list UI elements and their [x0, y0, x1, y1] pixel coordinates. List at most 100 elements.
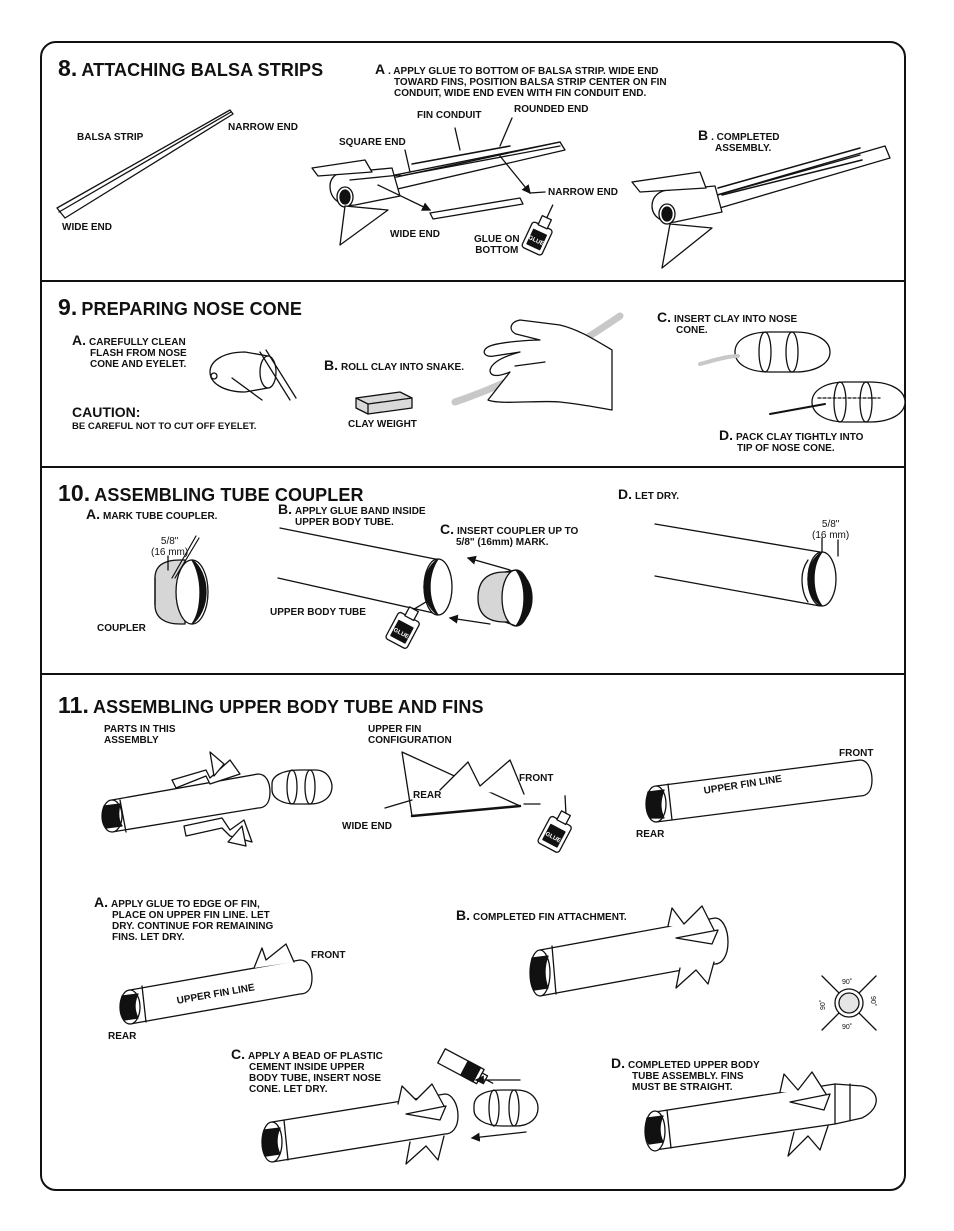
tube-11b-illustration — [529, 905, 729, 997]
measure-10a-line: 5/8" — [160, 536, 179, 547]
nose-cone-11c-illustration — [473, 1089, 539, 1127]
step-11a-line: DRY. CONTINUE FOR REMAINING — [112, 921, 274, 932]
degree-left: 90˚ — [820, 999, 827, 1010]
rocket-8b-illustration — [631, 145, 891, 269]
glue-bottle-10b: GLUE — [385, 599, 430, 649]
parts-line: PARTS IN THIS — [104, 724, 176, 735]
section-11-number: 11. — [58, 692, 90, 718]
label-front-3: FRONT — [311, 950, 346, 961]
rocket-8a-illustration — [311, 117, 566, 246]
measure-10a: 5/8"(16 mm) — [151, 536, 188, 558]
tube-10d-illustration — [654, 523, 839, 607]
step-9a-line: CAREFULLY CLEAN — [89, 337, 186, 348]
step-10d-letter: D. — [618, 486, 632, 502]
step-11d-text: D.COMPLETED UPPER BODY TUBE ASSEMBLY. FI… — [611, 1056, 760, 1093]
step-8a-letter: A — [375, 61, 386, 77]
section-10-title-text: ASSEMBLING TUBE COUPLER — [94, 485, 364, 505]
step-11b-line: COMPLETED FIN ATTACHMENT. — [473, 912, 627, 923]
measure-10a-line: (16 mm) — [151, 547, 189, 558]
step-10c-line: INSERT COUPLER UP TO — [457, 526, 579, 537]
coupler-10a-illustration — [154, 535, 209, 625]
step-8a-line: . APPLY GLUE TO BOTTOM OF BALSA STRIP. W… — [388, 66, 659, 77]
section-divider — [42, 280, 904, 282]
nose-cone-9c-illustration — [698, 331, 831, 373]
step-9c-letter: C. — [657, 309, 671, 325]
label-narrow-end: NARROW END — [228, 122, 298, 133]
tube-11d-illustration — [644, 1071, 877, 1157]
step-11a-letter: A. — [94, 894, 108, 910]
balsa-strip-illustration — [56, 109, 234, 219]
step-11a-line: FINS. LET DRY. — [112, 932, 185, 943]
step-11d-line: COMPLETED UPPER BODY — [628, 1060, 760, 1071]
step-11a-text: A.APPLY GLUE TO EDGE OF FIN, PLACE ON UP… — [94, 894, 274, 943]
label-front-1: FRONT — [519, 773, 554, 784]
bottom-text: BOTTOM — [475, 245, 519, 256]
step-9b-letter: B. — [324, 357, 338, 373]
section-9-title: 9.PREPARING NOSE CONE — [58, 294, 302, 321]
nose-cone-9a-illustration — [209, 349, 297, 401]
step-10d-text: D.LET DRY. — [618, 486, 679, 502]
step-10c-letter: C. — [440, 521, 454, 537]
glue-bottle-8a: GLUE — [521, 204, 554, 256]
label-rear-1: REAR — [413, 790, 442, 801]
step-11a-line: APPLY GLUE TO EDGE OF FIN, — [111, 899, 260, 910]
step-9d-line: PACK CLAY TIGHTLY INTO — [736, 432, 864, 443]
step-8b-line: . COMPLETED — [711, 132, 780, 143]
step-10b-line: APPLY GLUE BAND INSIDE — [295, 506, 426, 517]
caution-heading: CAUTION: — [72, 404, 141, 420]
label-clay-weight: CLAY WEIGHT — [348, 419, 417, 430]
label-rear-3: REAR — [108, 1031, 137, 1042]
parts-fin-bottom-illustration — [183, 817, 253, 847]
degree-bottom: 90˚ — [842, 1024, 853, 1031]
section-divider — [42, 466, 904, 468]
coupler-10c-illustration — [477, 569, 533, 627]
step-11c-line: BODY TUBE, INSERT NOSE — [249, 1073, 382, 1084]
step-8a-line: CONDUIT, WIDE END EVEN WITH FIN CONDUIT … — [394, 88, 647, 99]
label-wide-end-11: WIDE END — [342, 821, 392, 832]
parts-line: ASSEMBLY — [104, 735, 159, 746]
tube-fin-line-illustration — [645, 759, 873, 823]
measure-10d-line: 5/8" — [821, 519, 840, 530]
upper-fin-config-illustration — [384, 751, 541, 818]
step-9a-line: FLASH FROM NOSE — [90, 348, 187, 359]
step-11b-text: B.COMPLETED FIN ATTACHMENT. — [456, 908, 627, 923]
tube-11a-illustration — [119, 943, 313, 1025]
step-8a-line: TOWARD FINS, POSITION BALSA STRIP CENTER… — [394, 77, 667, 88]
step-11c-line: APPLY A BEAD OF PLASTIC — [248, 1051, 383, 1062]
label-wide-end: WIDE END — [62, 222, 112, 233]
step-8b-letter: B — [698, 127, 709, 143]
step-8a-text: A. APPLY GLUE TO BOTTOM OF BALSA STRIP. … — [375, 61, 667, 99]
step-10b-text: B.APPLY GLUE BAND INSIDE UPPER BODY TUBE… — [278, 502, 426, 528]
step-10a-letter: A. — [86, 506, 100, 522]
step-10b-line: UPPER BODY TUBE. — [295, 517, 394, 528]
step-8b-line: ASSEMBLY. — [715, 143, 772, 154]
label-upper-body-tube: UPPER BODY TUBE — [270, 607, 366, 618]
fin-angle-diagram — [821, 975, 877, 1031]
step-9a-letter: A. — [72, 332, 86, 348]
step-8b-text: B. COMPLETED ASSEMBLY. — [698, 127, 780, 154]
label-rear-2: REAR — [636, 829, 665, 840]
clay-weight-illustration — [355, 391, 413, 415]
label-rounded-end: ROUNDED END — [514, 104, 589, 115]
parts-tube-illustration — [101, 773, 271, 833]
step-10a-text: A.MARK TUBE COUPLER. — [86, 506, 217, 522]
degree-top: 90˚ — [842, 979, 853, 986]
step-11a-line: PLACE ON UPPER FIN LINE. LET — [112, 910, 270, 921]
config-line: CONFIGURATION — [368, 735, 452, 746]
step-11d-line: MUST BE STRAIGHT. — [632, 1082, 733, 1093]
section-9-number: 9. — [58, 294, 78, 320]
label-square-end: SQUARE END — [339, 137, 406, 148]
step-9c-text: C.INSERT CLAY INTO NOSE CONE. — [657, 309, 797, 336]
step-9d-line: TIP OF NOSE CONE. — [737, 443, 835, 454]
step-9c-line: CONE. — [676, 325, 708, 336]
label-coupler: COUPLER — [97, 623, 146, 634]
step-11c-line: CEMENT INSIDE UPPER — [249, 1062, 365, 1073]
step-9b-text: B.ROLL CLAY INTO SNAKE. — [324, 357, 464, 373]
label-front-2: FRONT — [839, 748, 874, 759]
step-9b-line: ROLL CLAY INTO SNAKE. — [341, 362, 464, 373]
hand-illustration — [483, 319, 613, 411]
step-9a-line: CONE AND EYELET. — [90, 359, 187, 370]
